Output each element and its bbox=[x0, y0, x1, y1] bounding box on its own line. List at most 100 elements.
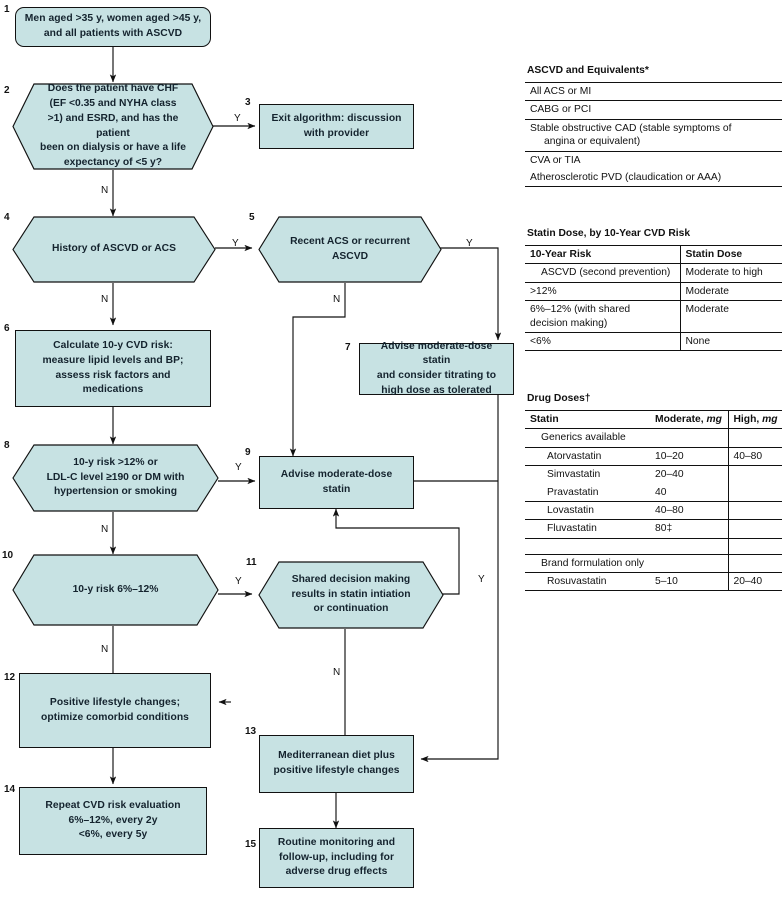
ascvd-row-4: Atherosclerotic PVD (claudication or AAA… bbox=[525, 168, 782, 188]
step-number-11: 11 bbox=[246, 557, 257, 568]
node-8-high-risk-decision[interactable]: 10-y risk >12% or LDL-C level ≥190 or DM… bbox=[12, 444, 219, 512]
node-11-shared-decision[interactable]: Shared decision making results in statin… bbox=[258, 561, 444, 629]
drug-moderate-6 bbox=[650, 537, 728, 555]
drug-high-1: 40–80 bbox=[727, 446, 782, 466]
ascvd-row-1: CABG or PCI bbox=[525, 100, 782, 120]
drug-moderate-2: 20–40 bbox=[650, 465, 728, 484]
branch-label-8-no: N bbox=[101, 524, 109, 535]
statin-dose-risk-0: ASCVD (second prevention) bbox=[525, 263, 680, 283]
table-row: All ACS or MI bbox=[525, 81, 782, 101]
node-6-calculate-risk[interactable]: Calculate 10-y CVD risk: measure lipid l… bbox=[15, 330, 211, 407]
drug-moderate-1: 10–20 bbox=[650, 446, 728, 466]
node-10-intermediate-risk-decision[interactable]: 10-y risk 6%–12% bbox=[12, 554, 219, 626]
table-row: CVA or TIA bbox=[525, 150, 782, 169]
statin-dose-risk-3: <6% bbox=[525, 331, 680, 352]
drug-moderate-4: 40–80 bbox=[650, 500, 728, 520]
drug-name-1: Atorvastatin bbox=[525, 446, 650, 466]
branch-label-4-no: N bbox=[101, 294, 109, 305]
table-row-spacer bbox=[525, 537, 782, 555]
step-number-4: 4 bbox=[4, 212, 10, 223]
step-number-2: 2 bbox=[4, 85, 10, 96]
ascvd-row-2: Stable obstructive CAD (stable symptoms … bbox=[525, 118, 782, 151]
drug-moderate-8: 5–10 bbox=[650, 571, 728, 592]
table-row: Stable obstructive CAD (stable symptoms … bbox=[525, 118, 782, 151]
table-row: <6% None bbox=[525, 331, 782, 352]
drug-moderate-0 bbox=[650, 428, 728, 448]
branch-label-11-yes: Y bbox=[478, 574, 485, 585]
drug-name-6 bbox=[525, 537, 650, 555]
node-15-routine-monitoring[interactable]: Routine monitoring and follow-up, includ… bbox=[259, 828, 414, 888]
drug-high-4 bbox=[727, 500, 782, 520]
drug-high-6 bbox=[727, 537, 782, 555]
branch-label-11-no: N bbox=[333, 667, 341, 678]
step-number-7: 7 bbox=[345, 342, 351, 353]
node-9-advise-moderate-statin[interactable]: Advise moderate-dose statin bbox=[259, 456, 414, 509]
node-12-text: Positive lifestyle changes; optimize com… bbox=[41, 696, 189, 723]
drug-moderate-5: 80‡ bbox=[650, 519, 728, 539]
table-row: Lovastatin 40–80 bbox=[525, 500, 782, 520]
statin-dose-dose-1: Moderate bbox=[679, 281, 782, 301]
ascvd-row-3: CVA or TIA bbox=[525, 150, 782, 169]
statin-dose-risk-2-line1: 6%–12% (with shared bbox=[530, 304, 631, 316]
node-13-text: Mediterranean diet plus positive lifesty… bbox=[273, 750, 400, 776]
table-row: Atorvastatin 10–20 40–80 bbox=[525, 446, 782, 466]
statin-dose-risk-2: 6%–12% (with shared decision making) bbox=[525, 300, 680, 333]
branch-label-10-no: N bbox=[101, 644, 109, 655]
ascvd-row-2-line2: angina or equivalent) bbox=[544, 136, 641, 148]
drug-moderate-3: 40 bbox=[655, 486, 667, 498]
drug-name-2: Simvastatin bbox=[525, 465, 650, 484]
drug-name-4: Lovastatin bbox=[525, 500, 650, 520]
drug-high-0 bbox=[727, 428, 782, 448]
step-number-15: 15 bbox=[245, 839, 257, 850]
table-row: Simvastatin 20–40 bbox=[525, 465, 782, 484]
statin-dose-header-dose: Statin Dose bbox=[679, 244, 782, 264]
node-14-repeat-risk-evaluation[interactable]: Repeat CVD risk evaluation 6%–12%, every… bbox=[19, 787, 207, 855]
table-row: Brand formulation only bbox=[525, 553, 782, 573]
table-header-row: 10-Year Risk Statin Dose bbox=[525, 244, 782, 264]
statin-dose-dose-3: None bbox=[679, 331, 782, 352]
statin-dose-dose-0: Moderate to high bbox=[679, 263, 782, 283]
step-number-6: 6 bbox=[4, 323, 10, 334]
table-header-row: Statin Moderate, mg High, mg bbox=[525, 409, 782, 429]
ascvd-row-2-line1: Stable obstructive CAD (stable symptoms … bbox=[530, 122, 732, 134]
node-1-text: Men aged >35 y, women aged >45 y, and al… bbox=[24, 13, 202, 39]
drug-high-5 bbox=[727, 519, 782, 539]
table-row: Rosuvastatin 5–10 20–40 bbox=[525, 571, 782, 592]
drug-doses-header-moderate: Moderate, mg bbox=[650, 409, 728, 429]
node-5-recent-acs-decision[interactable]: Recent ACS or recurrent ASCVD bbox=[258, 216, 442, 283]
drug-name-8: Rosuvastatin bbox=[525, 571, 650, 592]
node-14-text: Repeat CVD risk evaluation 6%–12%, every… bbox=[45, 800, 181, 841]
node-3-exit-algorithm[interactable]: Exit algorithm: discussion with provider bbox=[259, 104, 414, 149]
step-number-5: 5 bbox=[249, 212, 255, 223]
drug-moderate-7 bbox=[650, 553, 728, 573]
drug-doses-header-statin: Statin bbox=[525, 409, 650, 429]
statin-dose-header-risk: 10-Year Risk bbox=[525, 244, 680, 264]
drug-high-7 bbox=[727, 553, 782, 573]
table-row: Generics available bbox=[525, 428, 782, 448]
node-12-lifestyle-changes[interactable]: Positive lifestyle changes; optimize com… bbox=[19, 673, 211, 748]
drug-name-3: Pravastatin bbox=[547, 486, 599, 498]
branch-label-5-no: N bbox=[333, 294, 341, 305]
step-number-1: 1 bbox=[4, 4, 10, 15]
node-2-chf-esrd-decision[interactable]: Does the patient have CHF (EF <0.35 and … bbox=[12, 83, 214, 170]
node-1-population[interactable]: Men aged >35 y, women aged >45 y, and al… bbox=[15, 7, 211, 47]
drug-high-3 bbox=[727, 483, 782, 502]
branch-label-5-yes: Y bbox=[466, 238, 473, 249]
table-row: Atherosclerotic PVD (claudication or AAA… bbox=[525, 168, 782, 188]
moderate-label: Moderate, bbox=[655, 414, 707, 425]
node-7-advise-moderate-titrate[interactable]: Advise moderate-dose statin and consider… bbox=[359, 340, 514, 396]
branch-label-4-yes: Y bbox=[232, 238, 239, 249]
node-7-text: Advise moderate-dose statin and consider… bbox=[376, 340, 497, 396]
statin-dose-risk-2-line2: decision making) bbox=[530, 317, 608, 329]
branch-label-2-no: N bbox=[101, 185, 109, 196]
node-13-mediterranean-diet[interactable]: Mediterranean diet plus positive lifesty… bbox=[259, 735, 414, 793]
drug-high-2 bbox=[727, 465, 782, 484]
statin-dose-table-caption: Statin Dose, by 10-Year CVD Risk bbox=[527, 228, 691, 239]
table-row: 6%–12% (with shared decision making) Mod… bbox=[525, 300, 782, 333]
node-4-history-ascvd-decision[interactable]: History of ASCVD or ACS bbox=[12, 216, 216, 283]
step-number-13: 13 bbox=[245, 726, 257, 737]
step-number-9: 9 bbox=[245, 447, 251, 458]
drug-doses-header-high: High, mg bbox=[727, 409, 782, 429]
